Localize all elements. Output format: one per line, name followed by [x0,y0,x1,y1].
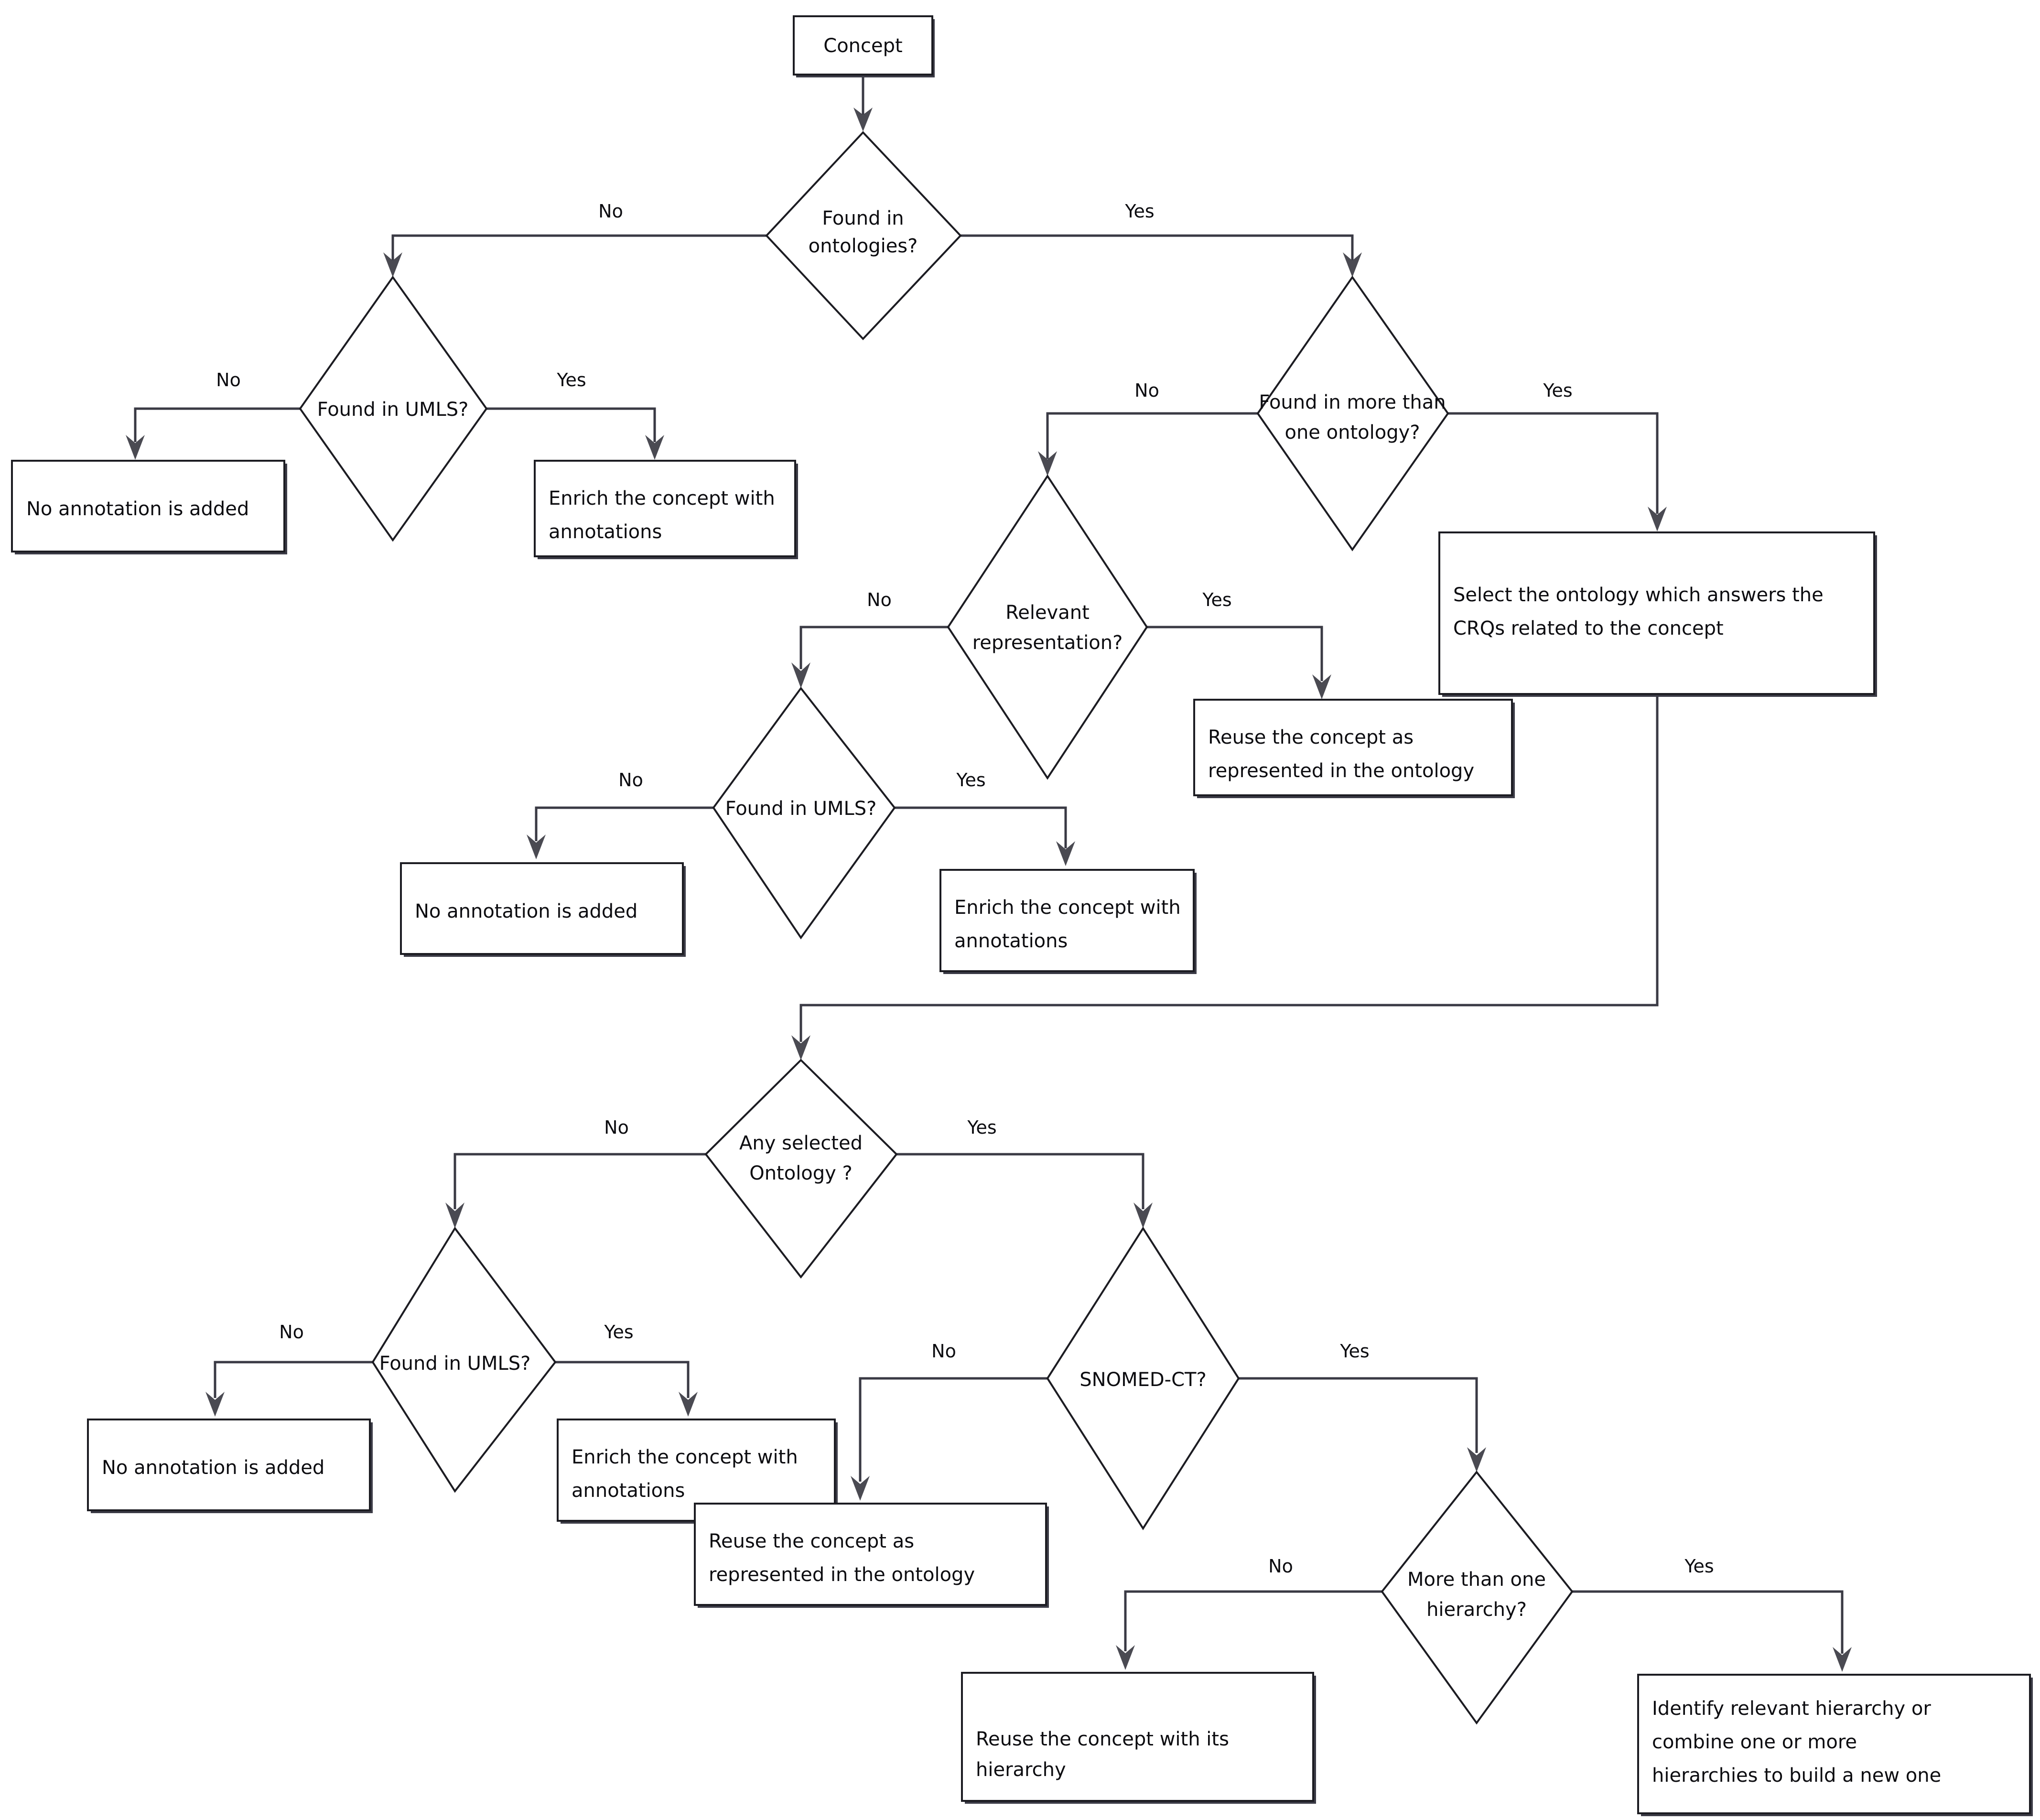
node-relevant-representation-line2: representation? [972,632,1123,654]
node-found-in-ontologies-line2: ontologies? [809,235,918,257]
node-enrich-2[interactable]: Enrich the concept with annotations [939,869,1197,974]
edge-label-umls2-no: No [618,769,643,791]
node-no-annotation-2[interactable]: No annotation is added [400,862,686,957]
node-reuse-as-represented-1[interactable]: Reuse the concept as represented in the … [1193,699,1515,798]
node-found-in-umls-3-label: Found in UMLS? [379,1353,531,1375]
edge-snomed-yes [1239,1377,1486,1472]
node-reuse-as-represented-1-line1: Reuse the concept as [1208,726,1414,748]
edge-select-ontology-to-any-selected [791,694,1659,1060]
edge-hierarchy-no [1116,1590,1382,1670]
node-reuse-with-hierarchy-line1: Reuse the concept with its [976,1728,1229,1750]
edge-found-ontologies-yes [961,234,1362,277]
node-no-annotation-3-label: No annotation is added [102,1457,324,1479]
edge-label-umls2-yes: Yes [956,769,985,791]
edge-label-found-ontologies-yes: Yes [1124,201,1154,222]
edge-umls1-yes [486,407,664,460]
edge-more-than-one-ontology-no [1038,412,1258,476]
node-enrich-1-line1: Enrich the concept with [549,488,775,509]
edge-label-any-selected-no: No [604,1117,629,1138]
node-reuse-as-represented-2-line2: represented in the ontology [709,1564,975,1586]
edge-start-to-found-ontologies [853,76,873,131]
edge-label-umls1-yes: Yes [556,369,586,390]
node-concept[interactable]: Concept [793,15,935,77]
node-identify-hierarchy-line2: combine one or more [1652,1731,1857,1753]
node-identify-hierarchy[interactable]: Identify relevant hierarchy or combine o… [1637,1674,2033,1816]
node-enrich-2-line2: annotations [954,930,1068,952]
edge-umls2-no [527,806,713,859]
edge-any-selected-yes [896,1153,1153,1228]
edge-more-than-one-ontology-yes [1448,412,1667,531]
node-more-than-one-ontology-line2: one ontology? [1284,422,1420,444]
node-concept-label: Concept [823,35,902,57]
node-select-ontology-line1: Select the ontology which answers the [1453,584,1824,606]
edge-hierarchy-yes [1572,1590,1852,1672]
node-snomed-ct-label: SNOMED-CT? [1079,1369,1206,1391]
node-reuse-as-represented-2-line1: Reuse the concept as [709,1530,914,1552]
edge-label-umls1-no: No [216,369,241,390]
edge-label-umls3-no: No [279,1322,304,1343]
node-identify-hierarchy-line3: hierarchies to build a new one [1652,1765,1941,1787]
node-any-selected-ontology-line2: Ontology ? [749,1162,853,1184]
node-identify-hierarchy-line1: Identify relevant hierarchy or [1652,1698,1931,1720]
node-found-in-umls-2-label: Found in UMLS? [725,798,877,820]
edge-label-relevant-representation-no: No [867,589,892,610]
node-reuse-as-represented-1-line2: represented in the ontology [1208,760,1474,782]
node-no-annotation-1[interactable]: No annotation is added [11,460,287,554]
edge-found-ontologies-no [383,234,766,277]
node-found-in-umls-3[interactable]: Found in UMLS? [371,1226,557,1493]
edge-any-selected-no [445,1153,706,1228]
node-no-annotation-2-label: No annotation is added [415,900,637,922]
node-found-in-more-than-one-ontology[interactable]: Found in more than one ontology? [1256,275,1449,552]
edge-label-relevant-representation-yes: Yes [1202,589,1231,610]
node-select-ontology[interactable]: Select the ontology which answers the CR… [1438,531,1877,697]
edge-label-snomed-yes: Yes [1339,1341,1369,1362]
edge-umls3-no [205,1361,373,1417]
node-found-in-umls-2[interactable]: Found in UMLS? [712,686,896,940]
node-enrich-3-line1: Enrich the concept with [572,1446,798,1468]
node-select-ontology-line2: CRQs related to the concept [1453,618,1724,639]
node-no-annotation-1-label: No annotation is added [26,498,249,520]
node-found-in-ontologies[interactable]: Found in ontologies? [765,131,962,340]
node-enrich-2-line1: Enrich the concept with [954,897,1181,919]
node-reuse-with-hierarchy-line2: hierarchy [976,1759,1066,1781]
node-reuse-with-hierarchy[interactable]: Reuse the concept with its hierarchy [961,1672,1316,1804]
node-relevant-representation[interactable]: Relevant representation? [947,474,1148,780]
node-found-in-ontologies-line1: Found in [822,207,904,229]
edge-label-any-selected-yes: Yes [967,1117,996,1138]
edge-umls3-yes [555,1361,698,1417]
node-any-selected-ontology-line1: Any selected [739,1132,863,1154]
node-more-than-one-ontology-line1: Found in more than [1259,391,1446,413]
node-enrich-1[interactable]: Enrich the concept with annotations [534,460,798,559]
node-found-in-umls-1[interactable]: Found in UMLS? [299,275,488,542]
node-relevant-representation-line1: Relevant [1005,602,1090,624]
node-reuse-as-represented-2[interactable]: Reuse the concept as represented in the … [694,1503,1049,1608]
edge-umls1-no [126,407,300,460]
edge-snomed-no [851,1377,1047,1501]
edge-label-snomed-no: No [931,1341,956,1362]
edge-label-hierarchy-yes: Yes [1684,1556,1714,1577]
edge-label-more-than-one-ontology-yes: Yes [1543,380,1572,401]
node-snomed-ct[interactable]: SNOMED-CT? [1046,1226,1240,1530]
edge-label-found-ontologies-no: No [598,201,623,222]
node-found-in-umls-1-label: Found in UMLS? [317,399,469,421]
edge-label-hierarchy-no: No [1268,1556,1293,1577]
node-enrich-3-line2: annotations [572,1480,685,1502]
edge-relevant-representation-yes [1147,626,1331,699]
edge-label-more-than-one-ontology-no: No [1134,380,1159,401]
node-no-annotation-3[interactable]: No annotation is added [87,1419,373,1513]
node-any-selected-ontology[interactable]: Any selected Ontology ? [704,1059,898,1279]
node-more-than-one-hierarchy-line1: More than one [1407,1569,1546,1591]
node-more-than-one-hierarchy-line2: hierarchy? [1426,1599,1527,1621]
node-enrich-1-line2: annotations [549,521,662,543]
edge-label-umls3-yes: Yes [604,1322,633,1343]
edge-umls2-yes [895,806,1075,866]
edge-relevant-representation-no [791,626,948,688]
node-more-than-one-hierarchy[interactable]: More than one hierarchy? [1381,1470,1574,1725]
